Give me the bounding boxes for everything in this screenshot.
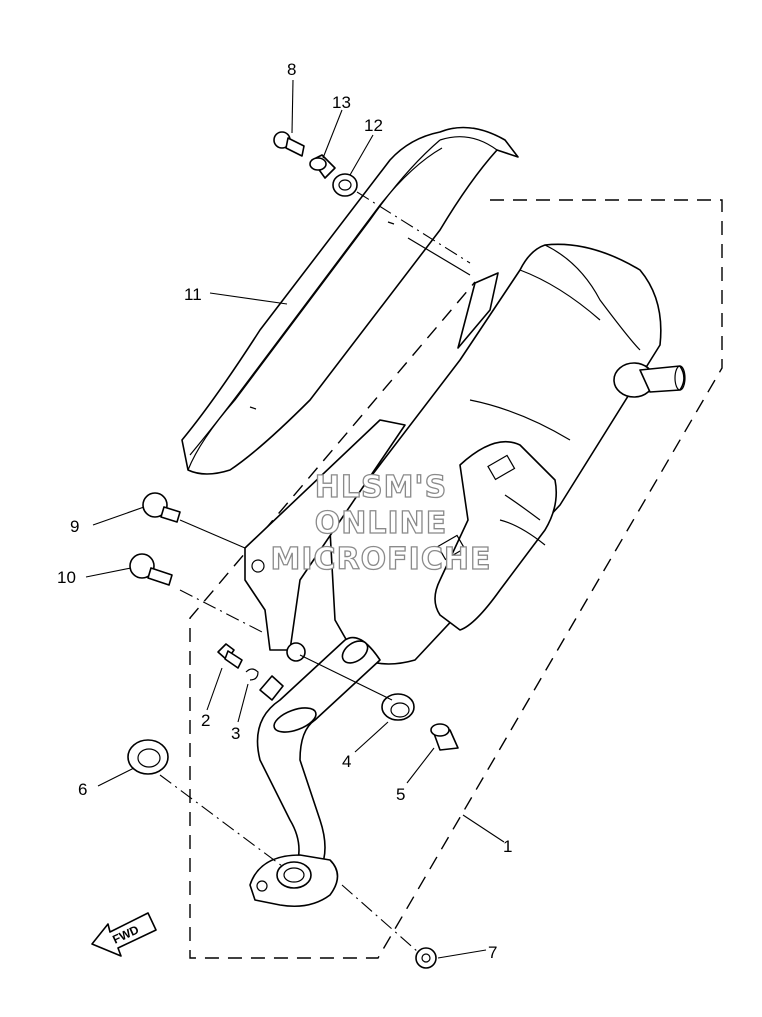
nut-part-7[interactable] (415, 947, 437, 969)
bolt-part-2[interactable] (217, 643, 243, 669)
bolt-part-9[interactable] (142, 492, 181, 523)
assembly-boundary-dashed (189, 199, 723, 959)
watermark-line-1: HLSM'S (315, 470, 447, 505)
callout-9: 9 (70, 517, 79, 536)
callout-5: 5 (396, 785, 405, 804)
callout-leaders (85, 79, 505, 959)
callout-labels: 1 2 3 4 5 6 7 8 9 10 11 12 13 (57, 60, 512, 962)
muffler-bracket[interactable] (244, 272, 499, 662)
callout-7: 7 (488, 943, 497, 962)
callout-8: 8 (287, 60, 296, 79)
collar-part-13[interactable] (309, 154, 336, 179)
collar-part-5[interactable] (430, 723, 459, 751)
watermark-line-3: MICROFICHE (271, 542, 492, 577)
washer-part-3[interactable] (245, 668, 259, 681)
callout-1: 1 (503, 837, 512, 856)
grommet-part-12[interactable] (332, 173, 358, 197)
callout-12: 12 (364, 116, 383, 135)
bolt-part-8[interactable] (273, 131, 305, 157)
fwd-direction-badge: FWD (91, 912, 157, 957)
heat-protector-part-11[interactable] (181, 126, 519, 475)
reference-lines (159, 191, 471, 953)
gasket-part-6[interactable] (127, 739, 169, 775)
callout-11: 11 (184, 285, 202, 304)
watermark-line-2: ONLINE (315, 506, 448, 541)
callout-13: 13 (332, 93, 351, 112)
callout-2: 2 (201, 711, 210, 730)
watermark: HLSM'S ONLINE MICROFICHE (270, 469, 492, 577)
callout-3: 3 (231, 724, 240, 743)
exhaust-pipe[interactable] (249, 636, 381, 908)
gasket-part-4[interactable] (381, 693, 415, 721)
callout-4: 4 (342, 752, 351, 771)
callout-6: 6 (78, 780, 87, 799)
callout-10: 10 (57, 568, 76, 587)
bolt-part-10[interactable] (129, 553, 173, 586)
muffler-cover-plate[interactable] (434, 441, 558, 631)
